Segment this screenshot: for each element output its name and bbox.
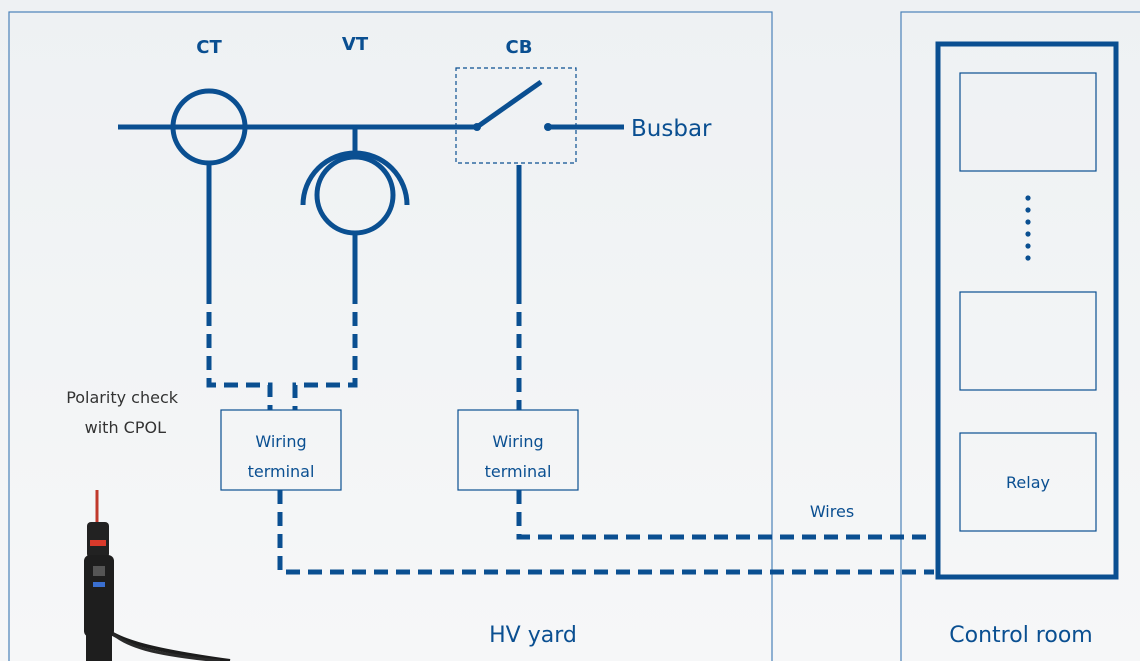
rack-ellipsis bbox=[1025, 195, 1031, 261]
relay-rack bbox=[935, 41, 1119, 580]
vt-symbol bbox=[314, 154, 396, 236]
hv-yard-label: HV yard bbox=[489, 623, 577, 648]
control-room-frame bbox=[900, 11, 1140, 661]
terminal2-to-relay-wire bbox=[516, 490, 934, 540]
terminal1-label-line2: terminal bbox=[248, 462, 315, 481]
rack-module-middle bbox=[959, 291, 1097, 391]
cb-switch-blade bbox=[475, 79, 543, 130]
rack-module-top bbox=[959, 72, 1097, 172]
terminal2-label-line1: Wiring bbox=[492, 432, 543, 451]
cb-contact-right bbox=[544, 123, 552, 131]
relay-module bbox=[959, 432, 1097, 532]
vt-dashed-wire bbox=[292, 290, 358, 410]
wires-label: Wires bbox=[810, 502, 854, 521]
terminal1-to-relay-wire bbox=[277, 490, 934, 575]
cb-contact-left bbox=[473, 123, 481, 131]
wiring-terminal-2 bbox=[457, 409, 579, 491]
relay-label: Relay bbox=[1006, 473, 1050, 492]
wiring-terminal-1 bbox=[220, 409, 342, 491]
terminal2-label-line2: terminal bbox=[485, 462, 552, 481]
cb-label: CB bbox=[506, 37, 533, 58]
vt-arc bbox=[300, 150, 410, 206]
busbar-label: Busbar bbox=[631, 116, 712, 142]
polarity-check-line2: with CPOL bbox=[85, 418, 166, 437]
ct-dashed-wire bbox=[206, 290, 273, 410]
voltage-tester-icon bbox=[84, 490, 231, 661]
hv-yard-frame bbox=[8, 11, 773, 661]
vt-label: VT bbox=[342, 34, 369, 55]
polarity-check-line1: Polarity check bbox=[66, 388, 179, 407]
control-room-label: Control room bbox=[949, 623, 1092, 648]
terminal1-label-line1: Wiring bbox=[255, 432, 306, 451]
ct-label: CT bbox=[196, 37, 222, 58]
ct-symbol bbox=[170, 88, 248, 166]
cb-box bbox=[455, 67, 577, 164]
